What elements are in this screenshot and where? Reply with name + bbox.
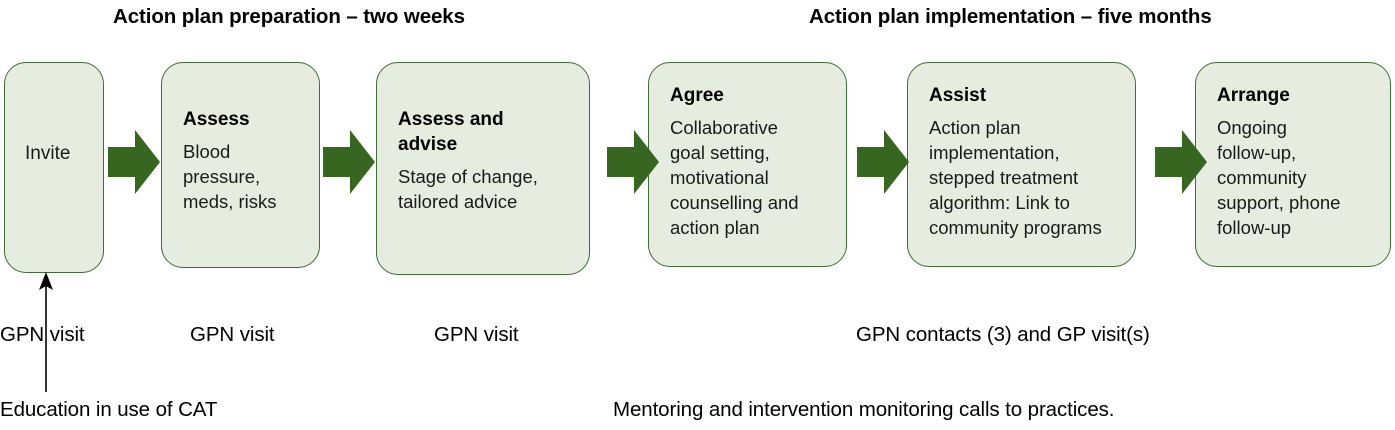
step-title-assess-and-advise: Assess and advise — [398, 109, 504, 155]
visit-label-gpn-contacts-and-gp-visits: GPN contacts (3) and GP visit(s) — [856, 323, 1150, 346]
step-box-agree[interactable]: Agree Collaborative goal setting, motiva… — [648, 62, 847, 267]
phase-header-implementation: Action plan implementation – five months — [809, 5, 1212, 28]
step-box-assess-and-advise[interactable]: Assess and advise Stage of change, tailo… — [376, 62, 590, 275]
step-title-arrange: Arrange — [1217, 85, 1290, 106]
step-box-arrange[interactable]: Arrange Ongoing follow-up, community sup… — [1195, 62, 1391, 267]
step-box-invite[interactable]: Invite — [4, 62, 104, 273]
note-mentoring-and-monitoring: Mentoring and intervention monitoring ca… — [613, 398, 1115, 421]
note-education-in-use-of-cat: Education in use of CAT — [0, 398, 218, 421]
step-box-assess[interactable]: Assess Blood pressure, meds, risks — [161, 62, 320, 268]
step-title-assist: Assist — [929, 85, 987, 106]
step-description-assess: Blood pressure, meds, risks — [183, 141, 277, 212]
visit-label-gpn-visit-1: GPN visit — [0, 323, 85, 346]
step-description-agree: Collaborative goal setting, motivational… — [670, 117, 799, 238]
step-description-assist: Action plan implementation, stepped trea… — [929, 117, 1102, 238]
visit-label-gpn-visit-2: GPN visit — [190, 323, 275, 346]
visit-label-gpn-visit-3: GPN visit — [434, 323, 519, 346]
step-description-assess-and-advise: Stage of change, tailored advice — [398, 166, 538, 212]
step-title-agree: Agree — [670, 85, 724, 106]
flow-arrow-icon — [607, 128, 659, 196]
phase-header-preparation: Action plan preparation – two weeks — [113, 5, 465, 28]
connector-up-arrow-icon — [34, 272, 58, 392]
step-description-arrange: Ongoing follow-up, community support, ph… — [1217, 117, 1341, 238]
flow-arrow-icon — [108, 128, 160, 196]
step-title-assess: Assess — [183, 109, 250, 130]
flow-arrow-icon — [1155, 128, 1207, 196]
flow-arrow-icon — [323, 128, 375, 196]
flow-arrow-icon — [857, 128, 909, 196]
step-box-assist[interactable]: Assist Action plan implementation, stepp… — [907, 62, 1136, 267]
step-title-invite: Invite — [25, 143, 71, 164]
